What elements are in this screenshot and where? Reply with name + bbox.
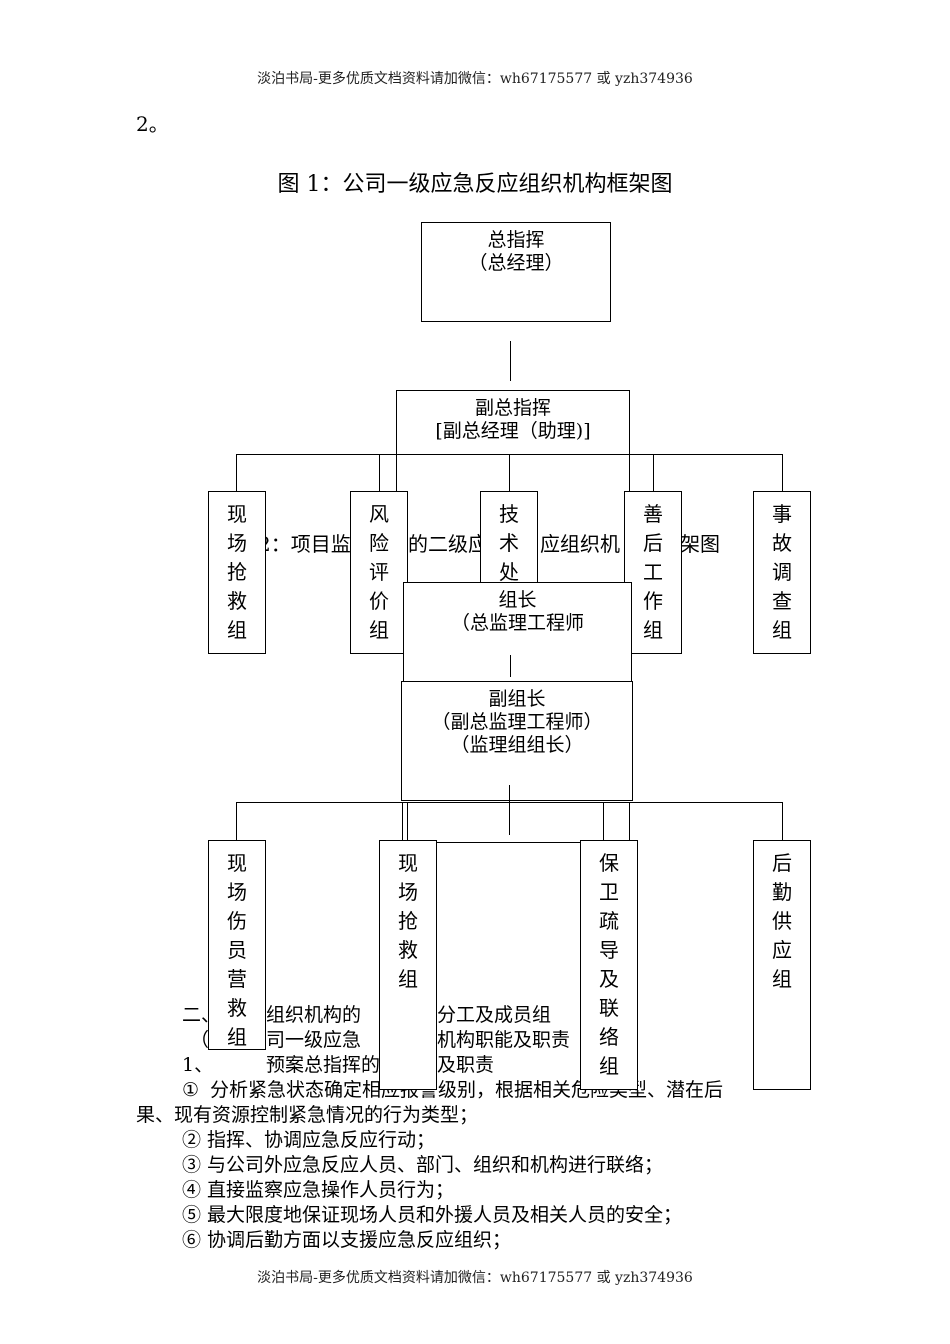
body-line: 组织机构的: [266, 1004, 362, 1026]
connector: [236, 802, 783, 803]
commander-role: （总经理）: [468, 252, 564, 274]
deputy-leader-title: 副组长: [488, 688, 546, 710]
connector: [236, 802, 237, 840]
connector: [510, 655, 511, 677]
leader-title: 组长: [498, 589, 537, 611]
connector: [653, 454, 654, 492]
body-line: ④ 直接监察应急操作人员行为；: [182, 1179, 455, 1201]
body-line: ⑤ 最大限度地保证现场人员和外援人员及相关人员的安全；: [182, 1204, 683, 1226]
group-box-logistics-overlay: 后勤供应组: [753, 840, 811, 1090]
connector: [510, 341, 511, 381]
connector: [782, 454, 783, 492]
group-label: 现场抢救组: [227, 502, 247, 642]
connector: [436, 842, 581, 843]
group-label: 风险评价组: [369, 502, 389, 642]
figure2-title-fragment: 架图: [680, 532, 720, 556]
connector: [629, 802, 630, 840]
deputy-leader-box: 副组长 （副总监理工程师） （监理组组长）: [401, 681, 633, 801]
group-label: 现场伤员营救组: [227, 851, 247, 1049]
connector: [509, 454, 510, 492]
figure2-title-fragment: 的二级应: [408, 532, 488, 556]
group-label: 后勤供应组: [772, 851, 792, 991]
deputy-commander-role: [副总经理（助理)]: [435, 420, 591, 442]
body-line: 1、: [182, 1054, 214, 1076]
group-label: 事故调查组: [772, 502, 792, 642]
group-box-aftermath: 善后工作组: [624, 491, 682, 654]
group-label: 技术处: [499, 502, 519, 584]
connector: [407, 802, 408, 840]
connector: [629, 454, 630, 492]
connector: [509, 785, 510, 835]
body-line: 预案总指挥的: [266, 1054, 381, 1076]
deputy-commander-title: 副总指挥: [474, 397, 551, 419]
body-line: 果、现有资源控制紧急情况的行为类型；: [136, 1104, 479, 1126]
body-line: （: [190, 1029, 210, 1051]
group-box-tech: 技术处: [480, 491, 538, 591]
leader-role: （总监理工程师: [450, 612, 584, 634]
figure2-title-fragment: 2：项目监: [258, 532, 351, 556]
body-line: 及职责: [437, 1054, 495, 1076]
footer-watermark: 淡泊书局-更多优质文档资料请加微信：wh67175577 或 yzh374936: [257, 1270, 693, 1286]
deputy-commander-box: 副总指挥 [副总经理（助理)]: [396, 390, 630, 455]
group-box-site-rescue-overlay: 现场抢救组: [379, 840, 437, 1090]
connector: [603, 802, 604, 840]
group-label: 现场抢救组: [398, 851, 418, 991]
body-line: ③ 与公司外应急反应人员、部门、组织和机构进行联络；: [182, 1154, 664, 1176]
header-watermark: 淡泊书局-更多优质文档资料请加微信：wh67175577 或 yzh374936: [257, 71, 693, 87]
leader-box: 组长 （总监理工程师: [403, 582, 632, 682]
body-line: 司一级应急: [266, 1029, 362, 1051]
connector: [782, 802, 783, 840]
connector: [402, 802, 403, 840]
group-box-casualty-overlay: 现场伤员营救组: [208, 840, 266, 1050]
body-line: 分析紧急状态确定相应报警级别，根据相关危险类型、潜在后: [210, 1079, 724, 1101]
figure1-title: 图 1：公司一级应急反应组织机构框架图: [277, 172, 673, 197]
connector: [396, 454, 397, 492]
body-line: ② 指挥、协调应急反应行动；: [182, 1129, 436, 1151]
figure2-title-fragment: 应组织机: [540, 532, 620, 556]
group-label: 保卫疏导及联络组: [599, 851, 619, 1078]
group-box-security-overlay: 保卫疏导及联络组: [580, 840, 638, 1090]
body-line: 分工及成员组: [437, 1004, 552, 1026]
connector: [236, 454, 237, 492]
body-line: 机构职能及职责: [437, 1029, 571, 1051]
connector: [379, 454, 380, 492]
group-label: 善后工作组: [643, 502, 663, 642]
commander-box: 总指挥 （总经理）: [421, 222, 611, 322]
body-line: ①: [182, 1079, 200, 1101]
commander-title: 总指挥: [487, 229, 545, 251]
deputy-leader-role2: （监理组组长）: [450, 734, 584, 756]
deputy-leader-role: （副总监理工程师）: [431, 711, 603, 733]
group-box-rescue: 现场抢救组: [208, 491, 266, 654]
page-fragment: 2。: [136, 112, 169, 136]
body-line: ⑥ 协调后勤方面以支援应急反应组织；: [182, 1229, 512, 1251]
group-box-risk: 风险评价组: [350, 491, 408, 654]
group-box-investigation: 事故调查组: [753, 491, 811, 654]
